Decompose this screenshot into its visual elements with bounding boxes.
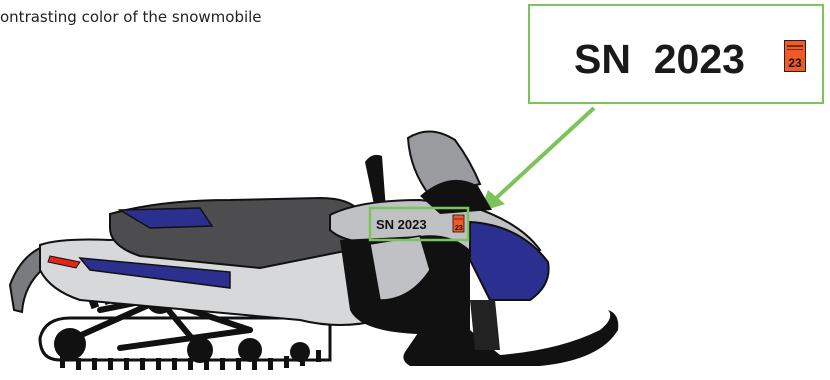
vehicle-plate-text: SN 2023 xyxy=(376,217,427,232)
arrow-icon xyxy=(480,108,594,212)
vehicle-sticker-year: 23 xyxy=(455,225,463,232)
registration-sticker-icon: 23 xyxy=(453,215,464,232)
